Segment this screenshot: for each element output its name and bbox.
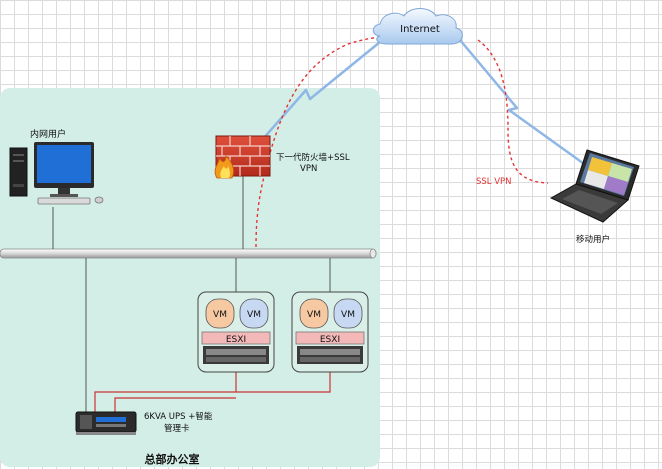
lan-links bbox=[52, 176, 331, 412]
wan-link-firewall bbox=[261, 41, 381, 141]
hq-label: 总部办公室 bbox=[145, 452, 200, 466]
lan-user-label: 内网用户 bbox=[30, 128, 66, 140]
wan-link-mobile bbox=[459, 39, 588, 168]
mobile-user-label: 移动用户 bbox=[576, 234, 610, 245]
esxi-host-1 bbox=[197, 291, 275, 373]
ssl-vpn-tunnel-mobile bbox=[477, 39, 549, 184]
esxi-host-2 bbox=[291, 291, 369, 373]
ups-label-line1: 6KVA UPS +智能 bbox=[144, 411, 213, 422]
firewall-label-line1: 下一代防火墙+SSL bbox=[276, 152, 350, 163]
lan-bus bbox=[0, 248, 377, 259]
ssl-vpn-label: SSL VPN bbox=[476, 177, 512, 187]
vm-label-2a: VM bbox=[307, 310, 321, 320]
desktop-computer-icon bbox=[9, 142, 104, 205]
ups-label-line2: 管理卡 bbox=[164, 423, 190, 434]
firewall-label-line2: VPN bbox=[300, 164, 317, 174]
headquarters-area bbox=[0, 88, 380, 467]
esxi-label-2: ESXI bbox=[320, 335, 340, 345]
ssl-vpn-tunnel-firewall bbox=[255, 35, 421, 248]
esxi-label-1: ESXI bbox=[226, 335, 246, 345]
internet-label: Internet bbox=[400, 24, 440, 35]
firewall-icon bbox=[214, 135, 271, 179]
vm-label-1a: VM bbox=[213, 310, 227, 320]
ups-power-cabling bbox=[94, 372, 331, 412]
vm-label-2b: VM bbox=[341, 310, 355, 320]
ups-icon bbox=[75, 411, 137, 435]
vm-label-1b: VM bbox=[247, 310, 261, 320]
internet-cloud-icon bbox=[372, 8, 463, 45]
laptop-icon bbox=[549, 149, 640, 223]
